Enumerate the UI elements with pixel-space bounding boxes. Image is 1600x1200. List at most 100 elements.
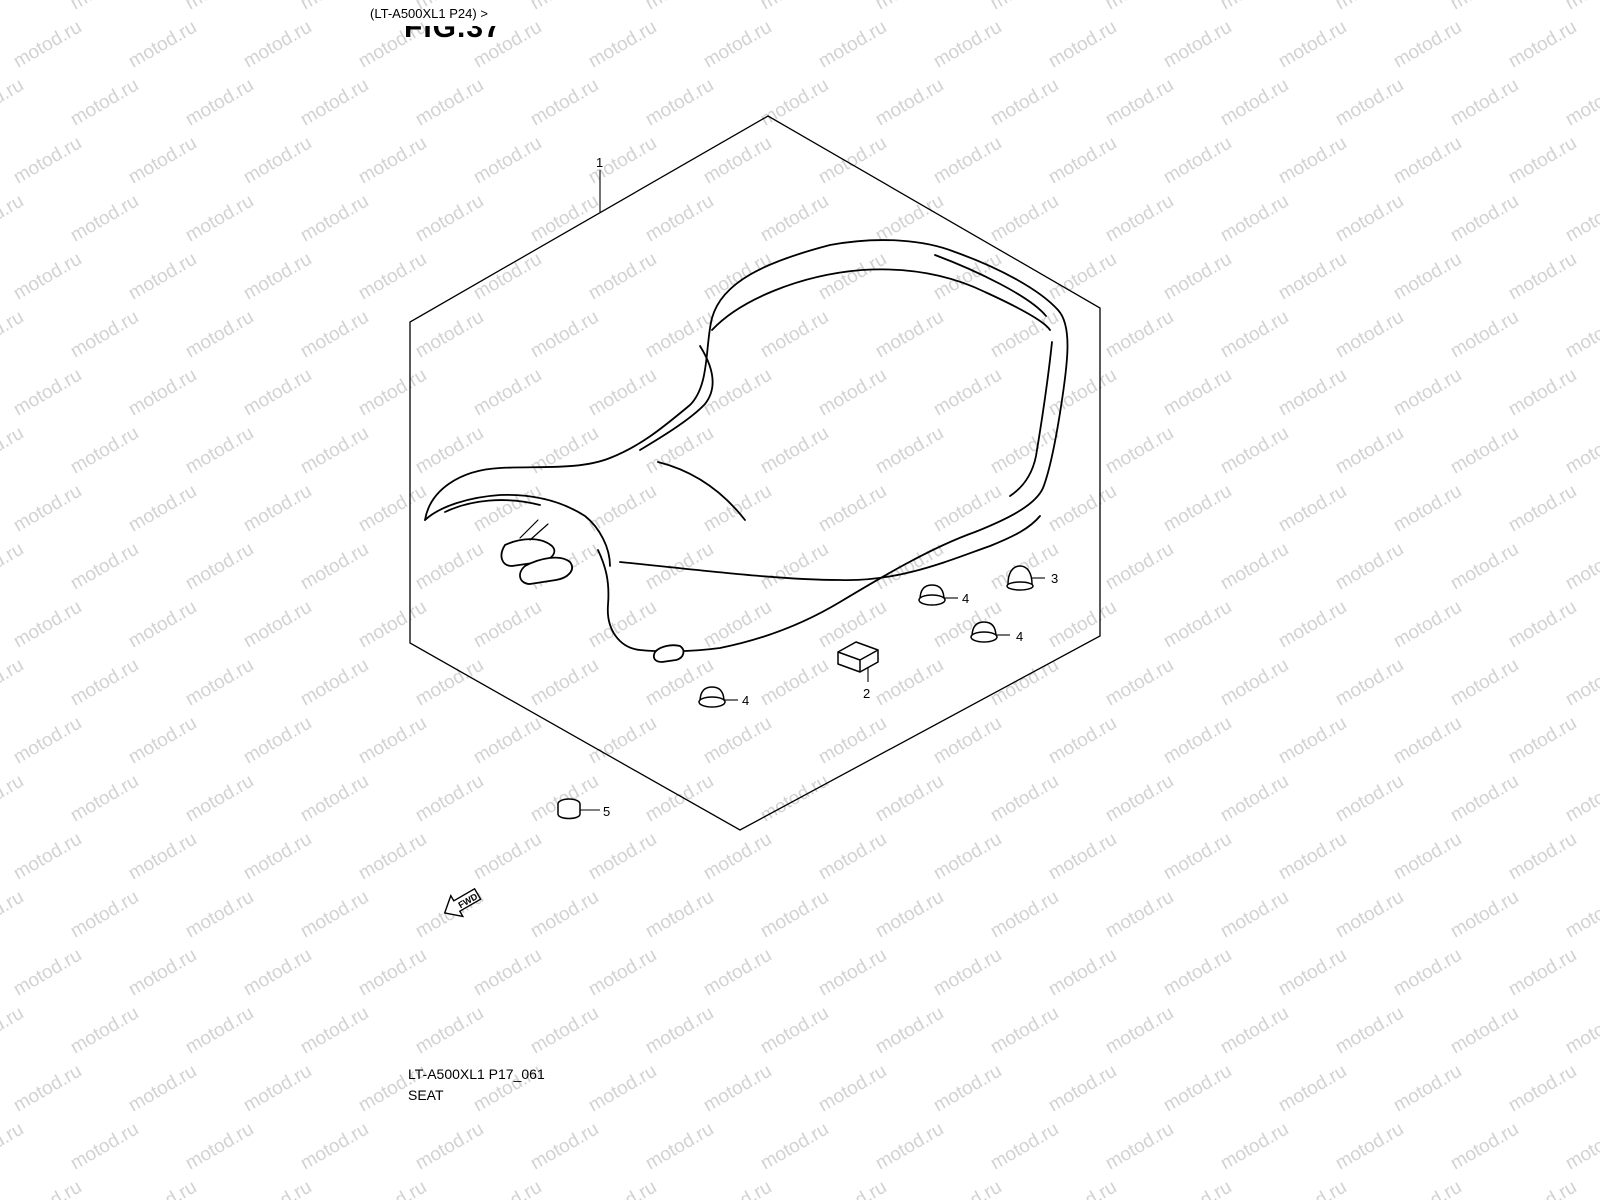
watermark-text: motod.ru xyxy=(1217,539,1292,595)
watermark-text: motod.ru xyxy=(355,829,430,885)
watermark-text: motod.ru xyxy=(527,1003,602,1059)
part-4-grommet-a xyxy=(918,584,946,606)
watermark-text: motod.ru xyxy=(930,1177,1005,1200)
watermark-text: motod.ru xyxy=(240,1061,315,1117)
watermark-text: motod.ru xyxy=(1045,133,1120,189)
watermark-text: motod.ru xyxy=(240,713,315,769)
watermark-text: motod.ru xyxy=(1390,365,1465,421)
watermark-text: motod.ru xyxy=(987,1003,1062,1059)
watermark-text: motod.ru xyxy=(1447,0,1522,14)
watermark-text: motod.ru xyxy=(815,481,890,537)
watermark-text: motod.ru xyxy=(1275,17,1350,73)
watermark-text: motod.ru xyxy=(757,423,832,479)
watermark-text: motod.ru xyxy=(1332,655,1407,711)
watermark-text: motod.ru xyxy=(0,423,27,479)
watermark-text: motod.ru xyxy=(10,597,85,653)
watermark-text: motod.ru xyxy=(125,1061,200,1117)
part-4-grommet-c xyxy=(698,686,726,708)
watermark-text: motod.ru xyxy=(1562,423,1600,479)
watermark-text: motod.ru xyxy=(1217,1003,1292,1059)
watermark-text: motod.ru xyxy=(470,597,545,653)
watermark-text: motod.ru xyxy=(412,1119,487,1175)
watermark-text: motod.ru xyxy=(1505,249,1580,305)
watermark-text: motod.ru xyxy=(757,191,832,247)
watermark-text: motod.ru xyxy=(700,17,775,73)
watermark-text: motod.ru xyxy=(1447,191,1522,247)
watermark-text: motod.ru xyxy=(240,365,315,421)
watermark-text: motod.ru xyxy=(585,249,660,305)
watermark-text: motod.ru xyxy=(585,1061,660,1117)
watermark-text: motod.ru xyxy=(470,133,545,189)
watermark-text: motod.ru xyxy=(1045,481,1120,537)
seat-drawing xyxy=(424,239,1069,663)
watermark-text: motod.ru xyxy=(182,887,257,943)
watermark-text: motod.ru xyxy=(182,75,257,131)
watermark-text: motod.ru xyxy=(0,887,27,943)
watermark-text: motod.ru xyxy=(1447,1003,1522,1059)
watermark-text: motod.ru xyxy=(1045,829,1120,885)
callout-4-c: 4 xyxy=(742,693,749,708)
watermark-text: motod.ru xyxy=(872,1119,947,1175)
watermark-text: motod.ru xyxy=(297,423,372,479)
watermark-text: motod.ru xyxy=(1102,771,1177,827)
watermark-text: motod.ru xyxy=(1390,249,1465,305)
watermark-text: motod.ru xyxy=(585,365,660,421)
watermark-text: motod.ru xyxy=(757,0,832,14)
watermark-text: motod.ru xyxy=(125,17,200,73)
part-2-block xyxy=(837,641,879,673)
watermark-text: motod.ru xyxy=(67,191,142,247)
watermark-text: motod.ru xyxy=(67,307,142,363)
watermark-text: motod.ru xyxy=(412,771,487,827)
watermark-text: motod.ru xyxy=(1505,597,1580,653)
watermark-text: motod.ru xyxy=(930,365,1005,421)
watermark-text: motod.ru xyxy=(0,1003,27,1059)
watermark-text: motod.ru xyxy=(470,365,545,421)
watermark-text: motod.ru xyxy=(1562,191,1600,247)
watermark-text: motod.ru xyxy=(470,713,545,769)
watermark-text: motod.ru xyxy=(1275,481,1350,537)
watermark-text: motod.ru xyxy=(297,771,372,827)
watermark-text: motod.ru xyxy=(872,1003,947,1059)
watermark-text: motod.ru xyxy=(642,771,717,827)
watermark-text: motod.ru xyxy=(240,829,315,885)
watermark-text: motod.ru xyxy=(1160,1061,1235,1117)
watermark-text: motod.ru xyxy=(470,249,545,305)
watermark-text: motod.ru xyxy=(1160,1177,1235,1200)
callout-4-a: 4 xyxy=(962,591,969,606)
watermark-text: motod.ru xyxy=(182,655,257,711)
watermark-text: motod.ru xyxy=(182,423,257,479)
watermark-text: motod.ru xyxy=(930,945,1005,1001)
watermark-text: motod.ru xyxy=(125,829,200,885)
watermark-text: motod.ru xyxy=(757,887,832,943)
watermark-text: motod.ru xyxy=(1332,1119,1407,1175)
watermark-text: motod.ru xyxy=(1102,887,1177,943)
watermark-text: motod.ru xyxy=(10,481,85,537)
watermark-text: motod.ru xyxy=(872,423,947,479)
watermark-text: motod.ru xyxy=(1562,655,1600,711)
watermark-text: motod.ru xyxy=(872,191,947,247)
watermark-text: motod.ru xyxy=(240,597,315,653)
watermark-text: motod.ru xyxy=(10,365,85,421)
watermark-text: motod.ru xyxy=(67,539,142,595)
watermark-text: motod.ru xyxy=(1160,365,1235,421)
watermark-text: motod.ru xyxy=(642,1119,717,1175)
watermark-text: motod.ru xyxy=(872,771,947,827)
watermark-text: motod.ru xyxy=(412,655,487,711)
watermark-text: motod.ru xyxy=(125,133,200,189)
watermark-text: motod.ru xyxy=(642,191,717,247)
watermark-text: motod.ru xyxy=(930,17,1005,73)
diagram-code: LT-A500XL1 P17_061 xyxy=(408,1066,545,1082)
watermark-text: motod.ru xyxy=(1275,249,1350,305)
watermark-text: motod.ru xyxy=(10,1061,85,1117)
watermark-text: motod.ru xyxy=(815,1177,890,1200)
watermark-text: motod.ru xyxy=(585,1177,660,1200)
watermark-text: motod.ru xyxy=(527,655,602,711)
leader-lines xyxy=(580,170,1045,811)
watermark-text: motod.ru xyxy=(987,191,1062,247)
watermark-text: motod.ru xyxy=(240,249,315,305)
watermark-text: motod.ru xyxy=(0,191,27,247)
watermark-text: motod.ru xyxy=(815,1061,890,1117)
watermark-text: motod.ru xyxy=(470,945,545,1001)
watermark-text: motod.ru xyxy=(1102,1003,1177,1059)
